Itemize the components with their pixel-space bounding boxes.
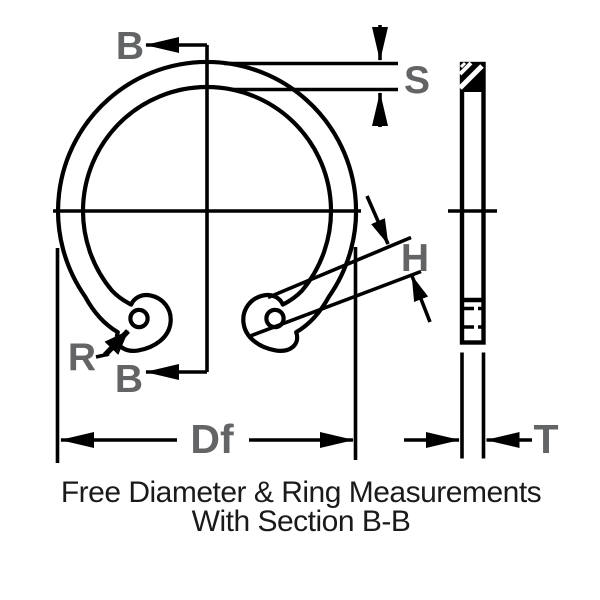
caption: Free Diameter & Ring Measurements With S…: [61, 476, 542, 538]
label-df: Df: [190, 416, 234, 462]
dim-h: H: [248, 195, 432, 339]
ring-side-view: [448, 61, 497, 345]
dim-t: T: [404, 352, 559, 462]
h-ext-line-upper: [267, 235, 412, 300]
dim-r: R: [68, 329, 130, 379]
caption-line-1: Free Diameter & Ring Measurements: [61, 476, 541, 509]
label-r: R: [68, 336, 96, 379]
label-t: T: [533, 416, 558, 462]
label-s: S: [404, 59, 430, 102]
h-ext-line-lower: [248, 269, 422, 339]
r-arrow: [103, 329, 130, 357]
label-b-bottom: B: [115, 358, 143, 401]
caption-line-2: With Section B-B: [192, 505, 411, 538]
ring-outline: [55, 59, 359, 353]
section-hatch: [458, 61, 486, 92]
dim-s: S: [224, 25, 430, 127]
h-arrow-upper: [365, 195, 390, 245]
lug-hole-left: [128, 307, 150, 330]
section-line-b-b: B B: [115, 25, 209, 401]
label-b-top: B: [116, 25, 144, 68]
label-h: H: [401, 237, 429, 280]
h-arrow-lower: [410, 275, 432, 323]
dim-df: Df: [55, 247, 358, 463]
